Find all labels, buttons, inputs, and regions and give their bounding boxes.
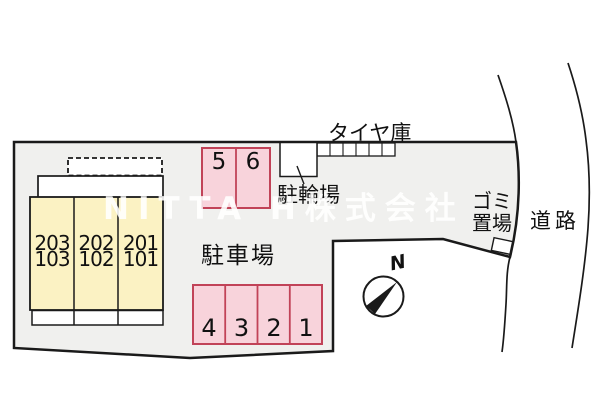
trash-box: [490, 236, 514, 256]
space-4-number: 4: [201, 314, 217, 342]
road-left-edge: [497, 74, 520, 353]
space-3-number: 3: [233, 314, 250, 342]
balcony-dividers: [73, 310, 119, 325]
north-arrow-icon: [366, 282, 397, 314]
building-units-block: [29, 196, 164, 311]
compass-icon: [362, 275, 405, 318]
space-1-number: 1: [298, 314, 314, 342]
tire-storage-label: タイヤ庫: [328, 121, 412, 145]
space-6-number: 6: [245, 149, 261, 175]
road-right-edge: [567, 62, 591, 349]
unit-201-101: 201 101: [122, 231, 159, 271]
parking-spaces-top: [201, 147, 271, 209]
parking-lot-label: 駐車場: [201, 243, 276, 269]
space-5-number: 5: [211, 149, 227, 175]
bicycle-parking-label: 駐輪場: [277, 183, 340, 207]
unit-dividers: [73, 197, 119, 310]
balcony-strip: [31, 309, 164, 326]
trash-area-label: ゴミ 置場: [472, 189, 512, 235]
company-watermark: NITTA H株式会社: [103, 191, 465, 227]
parking-spaces-bottom: [192, 284, 323, 345]
unit-203-103: 203 103: [34, 231, 70, 271]
road-label: 道路: [530, 209, 580, 233]
space-2-number: 2: [266, 314, 282, 342]
bicycle-leader-line: [296, 165, 305, 185]
building-dashed-outline: [67, 157, 163, 177]
unit-202-102: 202 102: [78, 231, 114, 271]
